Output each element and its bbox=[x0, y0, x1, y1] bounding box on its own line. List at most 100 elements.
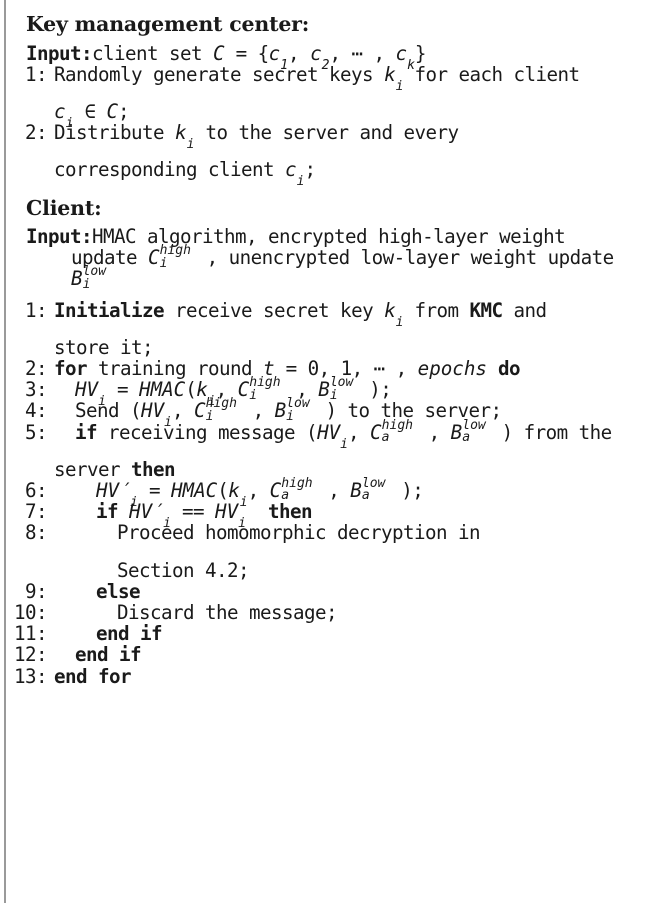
client-7-HV: HV bbox=[215, 500, 239, 524]
kmc-input-c1-sub: 1 bbox=[280, 57, 289, 73]
step-kmc-2-line-2: corresponding client ci; bbox=[54, 158, 659, 188]
client-7-HV-prime: HV bbox=[129, 500, 153, 524]
client-2-text-a: training round bbox=[87, 357, 264, 381]
keyword-kmc: KMC bbox=[469, 298, 504, 322]
step-body-client-8: Proceed homomorphic decryption in Sectio… bbox=[54, 523, 659, 582]
input-label-client: Input: bbox=[26, 225, 93, 249]
client-input-text-a: HMAC algorithm, encrypted high-layer wei… bbox=[92, 225, 566, 249]
step-number-client-5: 5: bbox=[24, 420, 48, 444]
client-7-prime: ′ bbox=[152, 500, 164, 524]
step-body-kmc-2: Distribute ki to the server and every co… bbox=[54, 121, 659, 188]
client-3-B: B bbox=[318, 378, 330, 402]
kmc-input-set-C: C bbox=[213, 41, 225, 65]
step-client-5-line-2: server then bbox=[54, 460, 659, 479]
step-number-client-6: 6: bbox=[24, 479, 48, 503]
client-4-B: B bbox=[274, 399, 287, 423]
client-5-C-sub: a bbox=[381, 430, 390, 445]
input-label-kmc: Input: bbox=[26, 41, 93, 65]
kmc-1-in: ∈ bbox=[73, 99, 107, 123]
client-3-close: ); bbox=[369, 378, 392, 402]
client-4-comma-1: , bbox=[171, 399, 194, 423]
kmc-input-close: } bbox=[414, 41, 427, 65]
client-3-open: ( bbox=[185, 378, 197, 402]
client-3-HV: HV bbox=[75, 378, 99, 402]
client-6-k-sub: i bbox=[239, 495, 248, 511]
keyword-for: for bbox=[54, 357, 88, 381]
step-number-client-1: 1: bbox=[24, 298, 48, 322]
kmc-1-text-b: for each client bbox=[403, 62, 580, 86]
client-7-eqeq: == bbox=[171, 500, 216, 524]
client-4-B-sub: i bbox=[286, 408, 295, 424]
step-number-client-10: 10: bbox=[14, 601, 48, 625]
client-1-k: k bbox=[384, 298, 396, 322]
step-client-8-line-2: Section 4.2; bbox=[117, 558, 250, 582]
kmc-1-k-sub: i bbox=[395, 78, 404, 94]
step-body-client-13: end for bbox=[54, 667, 659, 686]
step-row-client-8: 8: Proceed homomorphic decryption in Sec… bbox=[14, 521, 659, 582]
keyword-if-5: if bbox=[75, 420, 98, 444]
client-6-comma-2: , bbox=[328, 479, 351, 503]
client-4-C: C bbox=[194, 399, 206, 423]
client-6-B-sub: a bbox=[361, 488, 370, 504]
client-1-k-sub: i bbox=[395, 314, 404, 330]
step-number-client-12: 12: bbox=[14, 643, 48, 667]
kmc-input-dots: , ⋯ , bbox=[329, 41, 396, 65]
step-number-client-9: 9: bbox=[24, 579, 48, 603]
step-body-client-7: if HV′i == HVi then bbox=[54, 500, 659, 530]
client-6-HMAC: HMAC bbox=[171, 479, 218, 503]
kmc-input-c1: c bbox=[268, 41, 281, 65]
step-body-client-12: end if bbox=[54, 645, 659, 664]
kmc-2-k-sub: i bbox=[186, 137, 195, 153]
kmc-input-c2: c bbox=[310, 41, 322, 65]
kmc-2-k: k bbox=[175, 121, 187, 145]
step-number-client-7: 7: bbox=[24, 500, 48, 524]
client-6-C: C bbox=[269, 479, 282, 503]
client-3-k: k bbox=[196, 378, 208, 402]
kmc-1-text-a: Randomly generate secret keys bbox=[54, 62, 385, 86]
kmc-2-text-a: Distribute bbox=[54, 121, 176, 145]
kmc-input-comma1: , bbox=[288, 41, 311, 65]
client-input-C: C bbox=[148, 246, 160, 270]
step-number-client-13: 13: bbox=[14, 664, 48, 688]
client-4-HV: HV bbox=[141, 399, 165, 423]
client-3-HMAC: HMAC bbox=[138, 378, 186, 402]
client-6-k: k bbox=[228, 479, 240, 503]
step-row-kmc-2: 2: Distribute ki to the server and every… bbox=[14, 121, 659, 188]
client-5-wrap-a: server bbox=[54, 457, 132, 481]
keyword-if-7: if bbox=[96, 500, 119, 524]
keyword-else: else bbox=[96, 579, 141, 603]
kmc-2-text-b: to the server and every bbox=[194, 121, 459, 145]
client-5-comma-2: , bbox=[428, 420, 451, 444]
step-row-client-11: 11: end if bbox=[14, 624, 659, 643]
client-4-send: Send ( bbox=[75, 399, 142, 423]
client-6-B: B bbox=[350, 479, 362, 503]
step-client-1-line-2: store it; bbox=[54, 335, 154, 359]
client-5-comma-1: , bbox=[348, 420, 371, 444]
client-5-B-sub: a bbox=[462, 430, 471, 445]
kmc-1-C: C bbox=[106, 99, 118, 123]
step-client-1-line-1: Initialize receive secret key ki from KM… bbox=[54, 298, 659, 329]
step-row-client-13: 13: end for bbox=[14, 664, 659, 688]
keyword-then-5: then bbox=[131, 457, 176, 481]
kmc-input-text-a: client set bbox=[92, 41, 214, 65]
client-5-HV-sub: i bbox=[340, 436, 349, 452]
kmc-1-semi: ; bbox=[118, 99, 130, 123]
step-number-client-3: 3: bbox=[24, 378, 48, 402]
step-row-client-10: 10: Discard the message; bbox=[14, 603, 659, 622]
client-3-comma-2: , bbox=[296, 378, 319, 402]
kmc-1-c-sub: i bbox=[65, 115, 74, 131]
keyword-do: do bbox=[497, 357, 521, 381]
step-number-client-8: 8: bbox=[24, 521, 48, 545]
step-number-kmc-1: 1: bbox=[24, 62, 48, 86]
client-3-HV-sub: i bbox=[98, 394, 106, 410]
client-6-prime: ′ bbox=[119, 479, 131, 503]
kmc-input-c2-sub: 2 bbox=[321, 57, 330, 73]
kmc-2-semi: ; bbox=[304, 158, 316, 182]
left-vertical-rule bbox=[4, 0, 6, 903]
